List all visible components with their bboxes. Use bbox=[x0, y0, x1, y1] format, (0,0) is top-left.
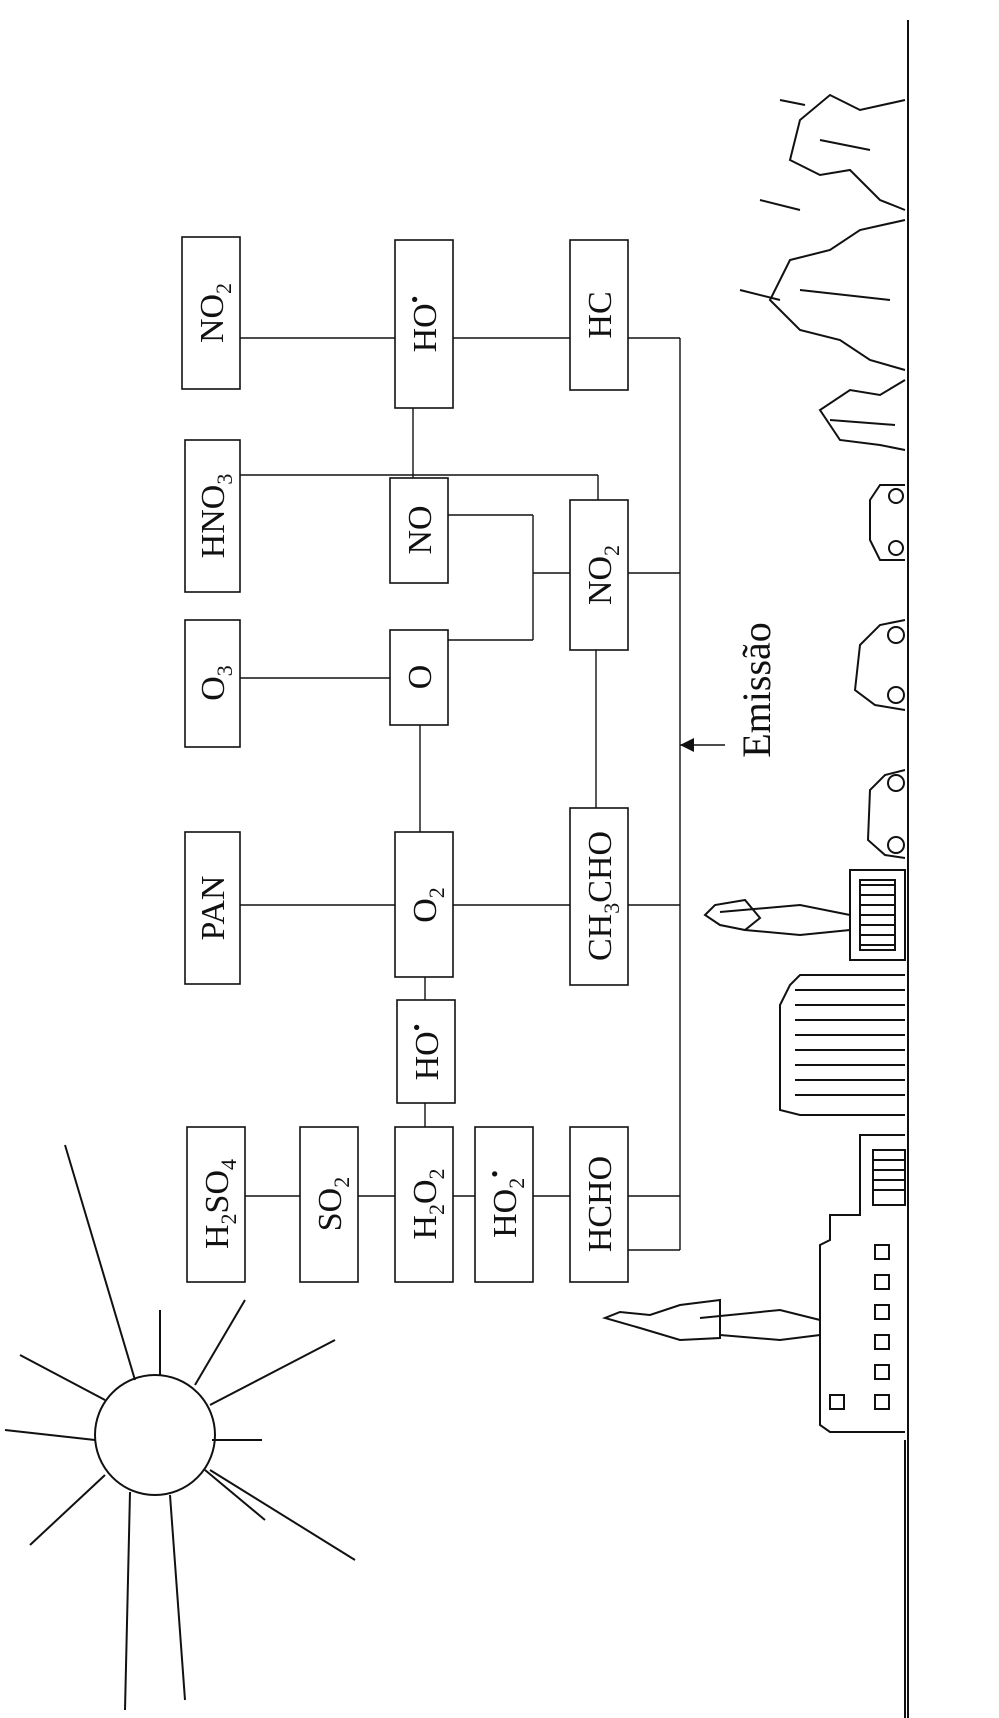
node-labels: NO2 HO• HC HNO3 NO NO2 O3 O PAN O2 CH3CH… bbox=[194, 283, 779, 1252]
node-hcho: HCHO bbox=[582, 1156, 619, 1252]
cars-icon bbox=[855, 485, 905, 858]
connections bbox=[240, 338, 725, 1250]
emission-label: Emissão bbox=[734, 622, 779, 758]
node-ch3cho: CH3CHO bbox=[582, 831, 624, 961]
node-h2so4: H2SO4 bbox=[199, 1159, 241, 1249]
node-pan: PAN bbox=[195, 876, 232, 941]
city-skyline-illustration bbox=[605, 20, 908, 1718]
tall-building-icon bbox=[780, 975, 905, 1115]
trees-icon bbox=[740, 95, 905, 450]
node-hc: HC bbox=[582, 291, 619, 338]
node-no: NO bbox=[402, 505, 439, 554]
factory-icon bbox=[705, 870, 905, 960]
node-ho-radical-top: HO• bbox=[402, 296, 444, 353]
node-boxes bbox=[182, 237, 628, 1282]
large-factory-icon bbox=[605, 1135, 905, 1432]
node-ho-radical-mid: HO• bbox=[404, 1024, 446, 1081]
node-o-atom: O bbox=[402, 665, 439, 690]
node-hno3: HNO3 bbox=[195, 474, 237, 559]
